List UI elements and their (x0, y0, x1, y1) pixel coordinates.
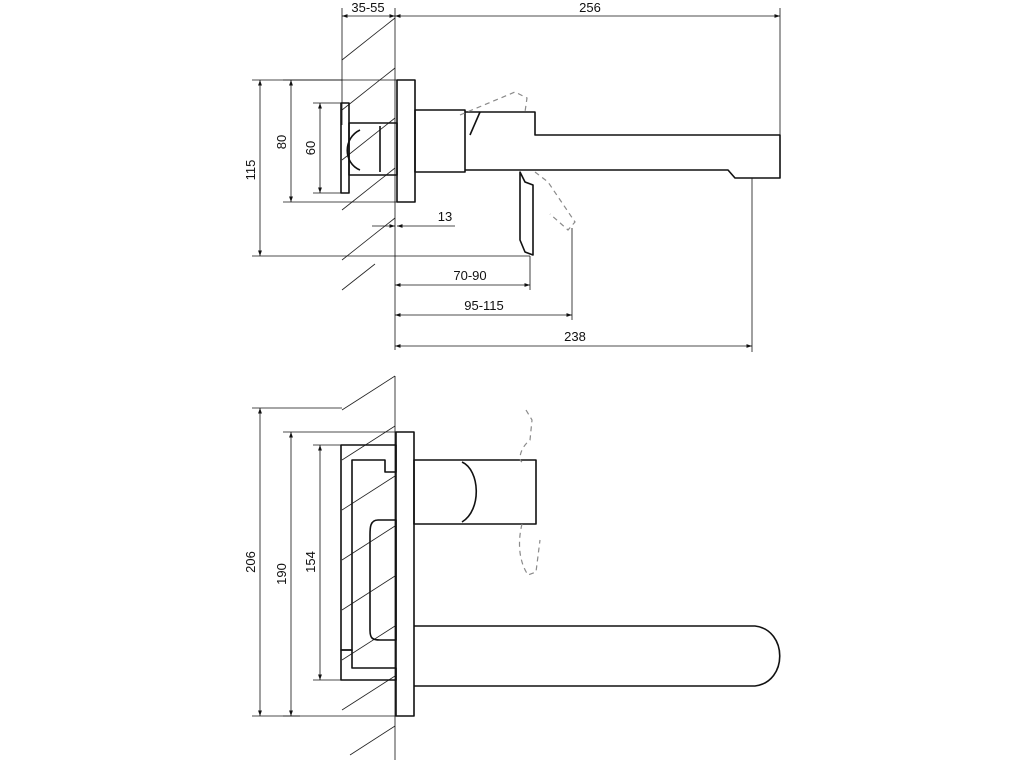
dim-wall-depth-label: 35-55 (351, 0, 384, 15)
dim-total-length: 256 (395, 0, 781, 135)
ghost-lever-top (459, 91, 576, 231)
dim-lever-95-115: 95-115 (395, 228, 573, 320)
dim-lever-70-90-label: 70-90 (453, 268, 486, 283)
dim-lever-70-90: 70-90 (395, 256, 531, 290)
dim-offset-13-label: 13 (438, 209, 452, 224)
dim-height-60-label: 60 (303, 141, 318, 155)
dim-height-115: 115 (243, 79, 530, 257)
dim-height-190-label: 190 (274, 563, 289, 585)
dim-height-80: 80 (274, 79, 397, 203)
faucet-front-outline (340, 431, 781, 717)
dim-height-154-label: 154 (303, 551, 318, 573)
wall-hatching-top (341, 8, 396, 350)
dim-spout-238-label: 238 (564, 329, 586, 344)
dim-height-154: 154 (303, 444, 341, 681)
dim-height-80-label: 80 (274, 135, 289, 149)
ghost-lever-front (518, 409, 541, 576)
dim-lever-95-115-label: 95-115 (464, 298, 504, 313)
wall-hatching-front (341, 375, 396, 760)
dim-height-190: 190 (274, 431, 396, 717)
dim-wall-depth: 35-55 (342, 0, 395, 18)
dim-height-60: 60 (303, 102, 341, 194)
dim-spout-238: 238 (395, 178, 753, 352)
front-view: 206 190 154 (243, 375, 781, 760)
dim-total-length-label: 256 (579, 0, 601, 15)
faucet-top-outline (340, 79, 781, 256)
dim-height-206: 206 (243, 407, 396, 717)
dim-height-115-label: 115 (243, 160, 258, 181)
dim-offset-13: 13 (372, 209, 455, 228)
top-view: 35-55 256 115 80 60 (243, 0, 781, 352)
dim-height-206-label: 206 (243, 551, 258, 573)
